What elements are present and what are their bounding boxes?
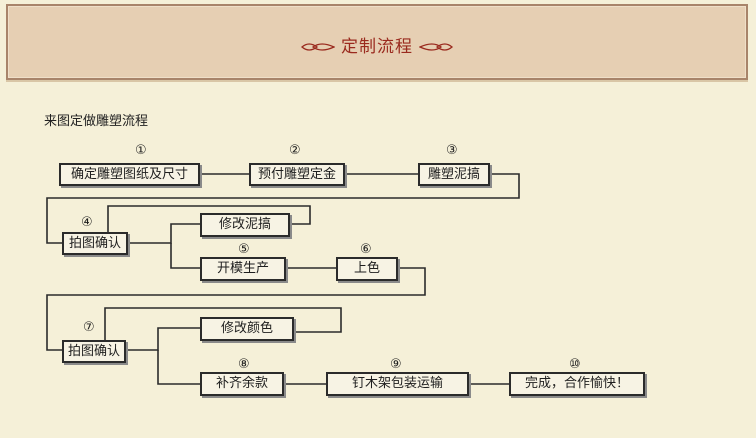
step-number-3: ③: [446, 143, 458, 158]
header-title-row: 定制流程: [8, 32, 746, 57]
connector-3-4: [46, 173, 520, 244]
step-box-5: 开模生产: [200, 257, 286, 281]
step-number-10: ⑩: [569, 357, 581, 372]
connector-7-8: [157, 350, 200, 385]
connector-4-revise-clay: [128, 223, 200, 244]
revise-color-box: 修改颜色: [200, 317, 294, 341]
step-box-10: 完成，合作愉快！: [509, 372, 645, 396]
connector-6-7: [46, 267, 426, 351]
header-divider: [6, 80, 748, 82]
revise-clay-box: 修改泥搞: [200, 213, 290, 237]
connector-4-5: [170, 243, 200, 269]
step-box-4: 拍图确认: [62, 232, 128, 255]
step-box-2: 预付雕塑定金: [249, 163, 345, 186]
step-number-5: ⑤: [238, 242, 250, 257]
step-box-9: 钉木架包装运输: [326, 372, 469, 396]
step-number-8: ⑧: [238, 357, 250, 372]
step-number-9: ⑨: [390, 357, 402, 372]
step-box-6: 上色: [336, 257, 398, 281]
header-banner: 定制流程: [6, 4, 748, 80]
step-box-8: 补齐余款: [200, 372, 284, 396]
step-number-1: ①: [135, 143, 147, 158]
connector-revise-clay-loop: [107, 205, 311, 232]
step-number-2: ②: [289, 143, 301, 158]
connector-revise-color-loop: [104, 307, 342, 340]
left-ornament-icon: [300, 43, 335, 51]
step-box-1: 确定雕塑图纸及尺寸: [59, 163, 200, 186]
section-title: 来图定做雕塑流程: [44, 114, 149, 129]
step-box-7: 拍图确认: [62, 340, 126, 363]
step-box-3: 雕塑泥搞: [418, 163, 490, 186]
step-number-7: ⑦: [83, 320, 95, 335]
header-title: 定制流程: [341, 37, 413, 57]
step-number-4: ④: [81, 215, 93, 230]
right-ornament-icon: [419, 43, 454, 51]
step-number-6: ⑥: [360, 242, 372, 257]
connector-7-revise-color: [126, 327, 200, 351]
